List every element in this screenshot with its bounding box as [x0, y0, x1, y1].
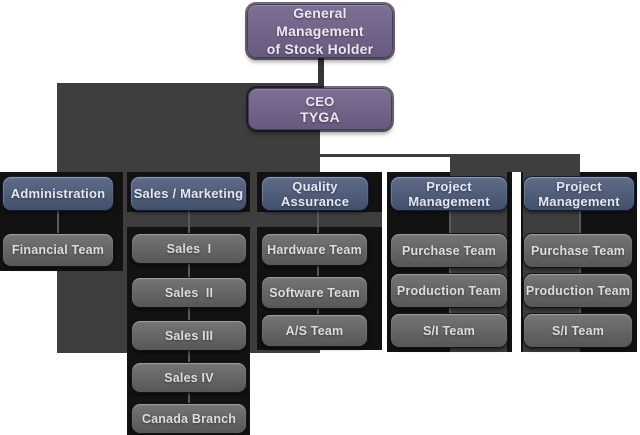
- org-node-sales-4: Sales IV: [131, 362, 247, 393]
- sales-3-label: Sales III: [164, 328, 214, 343]
- general-management-line1: General Management: [276, 5, 364, 39]
- sales-2-label: Sales II: [164, 285, 214, 300]
- org-node-quality-assurance: Quality Assurance: [261, 176, 369, 211]
- connector-line-sales: [188, 211, 190, 411]
- sales-1-label: Sales I: [166, 241, 212, 256]
- as-team-label: A/S Team: [285, 323, 344, 338]
- ceo-role-label: CEO: [305, 93, 335, 109]
- org-node-sales-1: Sales I: [131, 233, 247, 264]
- ceo-name-label: TYGA: [300, 108, 340, 125]
- si-team-1-label: S/I Team: [422, 323, 476, 338]
- project-management-1-label: Project Management: [408, 178, 490, 209]
- sales-marketing-label: Sales / Marketing: [133, 186, 244, 201]
- background-gap-quality: [257, 212, 382, 227]
- connector-top-vertical: [318, 58, 324, 88]
- org-node-canada-branch: Canada Branch: [131, 403, 247, 434]
- org-node-sales-3: Sales III: [131, 320, 247, 351]
- org-node-software-team: Software Team: [261, 276, 368, 309]
- org-node-purchase-team-2: Purchase Team: [523, 233, 633, 268]
- general-management-line2: of Stock Holder: [266, 41, 374, 57]
- org-node-sales-marketing: Sales / Marketing: [130, 176, 247, 211]
- org-node-si-team-2: S/I Team: [523, 313, 633, 348]
- org-node-production-team-2: Production Team: [523, 273, 633, 308]
- background-panel-right: [450, 155, 580, 172]
- purchase-team-2-label: Purchase Team: [530, 243, 626, 258]
- org-node-financial-team: Financial Team: [2, 233, 114, 267]
- org-node-project-management-1: Project Management: [390, 176, 508, 211]
- org-node-purchase-team-1: Purchase Team: [390, 233, 508, 268]
- sales-4-label: Sales IV: [164, 370, 214, 385]
- canada-branch-label: Canada Branch: [141, 411, 237, 426]
- org-node-ceo: CEO TYGA: [248, 88, 392, 130]
- purchase-team-1-label: Purchase Team: [401, 243, 497, 258]
- production-team-1-label: Production Team: [396, 283, 502, 298]
- connector-line-quality: [317, 211, 319, 323]
- org-node-hardware-team: Hardware Team: [261, 233, 368, 266]
- org-node-sales-2: Sales II: [131, 277, 247, 308]
- org-node-si-team-1: S/I Team: [390, 313, 508, 348]
- hardware-team-label: Hardware Team: [267, 242, 362, 257]
- si-team-2-label: S/I Team: [551, 323, 605, 338]
- org-node-general-management: General Management of Stock Holder: [247, 4, 393, 58]
- quality-assurance-label: Quality Assurance: [280, 178, 350, 209]
- software-team-label: Software Team: [269, 285, 360, 300]
- connector-horizontal: [318, 154, 580, 157]
- administration-label: Administration: [10, 186, 106, 201]
- org-node-administration: Administration: [2, 176, 114, 211]
- production-team-2-label: Production Team: [525, 283, 631, 298]
- org-node-as-team: A/S Team: [261, 314, 368, 347]
- org-node-project-management-2: Project Management: [523, 176, 635, 211]
- org-node-production-team-1: Production Team: [390, 273, 508, 308]
- financial-team-label: Financial Team: [11, 243, 105, 257]
- project-management-2-label: Project Management: [538, 178, 620, 209]
